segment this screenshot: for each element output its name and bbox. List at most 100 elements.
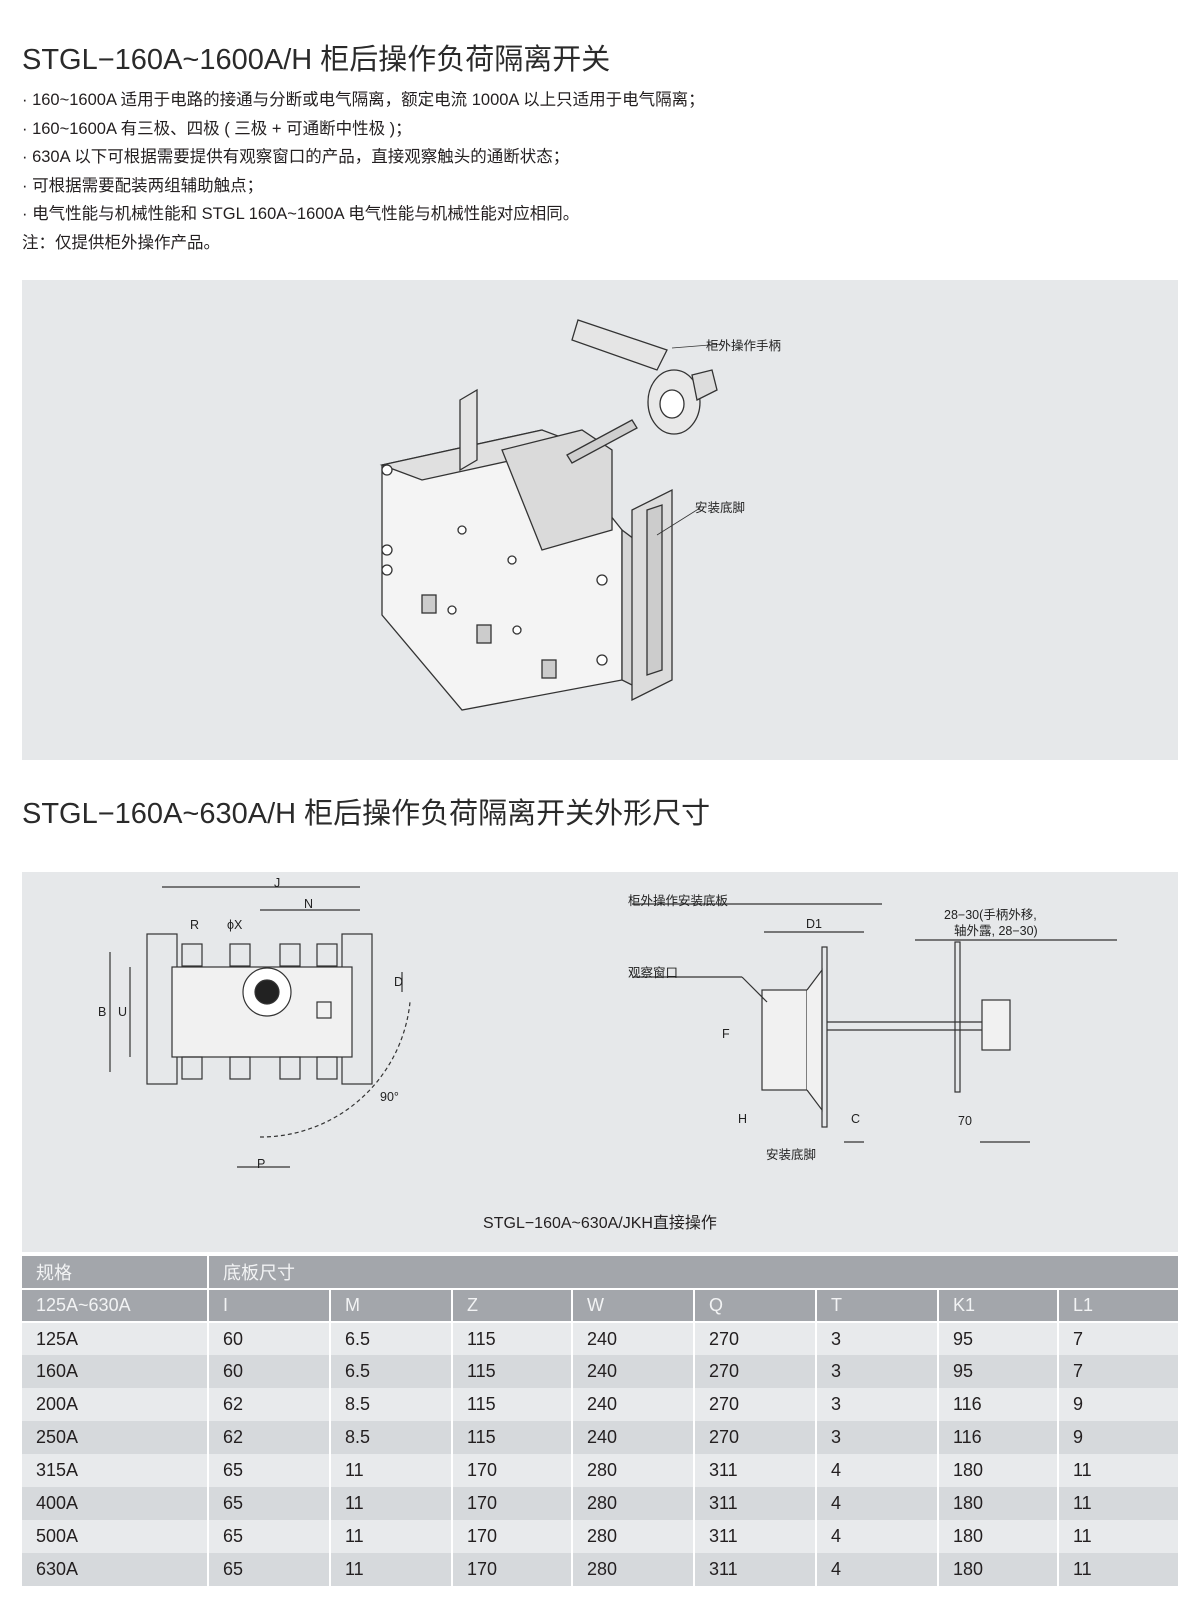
table-cell: 4 [815,1520,938,1553]
table-cell: 311 [693,1553,816,1586]
header-cell: K1 [937,1289,1058,1323]
table-cell: 4 [815,1553,938,1586]
header-cell: L1 [1057,1289,1178,1323]
table-cell: 500A [22,1520,208,1553]
offset-label: 28−30(手柄外移, [944,908,1037,922]
feature-item: · 可根据需要配装两组辅助触点； [22,176,264,195]
table-cell: 11 [329,1487,452,1520]
dim-J: J [274,876,281,890]
header-cell: T [815,1289,938,1323]
table-cell: 62 [207,1388,330,1421]
table-cell: 3 [815,1421,938,1454]
table-cell: 9 [1057,1388,1178,1421]
table-cell: 65 [207,1454,330,1487]
feature-item: · 630A 以下可根据需要提供有观察窗口的产品，直接观察触头的通断状态； [22,148,570,166]
table-cell: 6.5 [329,1322,452,1355]
table-cell: 170 [451,1520,572,1553]
dim-D1: D1 [806,917,822,931]
table-cell: 65 [207,1520,330,1553]
table-cell: 8.5 [329,1421,452,1454]
table-cell: 3 [815,1322,938,1355]
header-cell: I [207,1289,330,1323]
angle-label: 90° [380,1090,399,1104]
table-cell: 65 [207,1487,330,1520]
page-title: STGL−160A~1600A/H 柜后操作负荷隔离开关 [22,44,611,76]
offset-label-2: 轴外露, 28−30) [954,924,1038,938]
table-cell: 180 [937,1454,1058,1487]
table-cell: 311 [693,1487,816,1520]
table-cell: 11 [1057,1487,1178,1520]
dimension-drawing-panel: J N R ϕX D B U 90° P 柜外操作安装底板 D1 28−30(手… [22,872,1178,1252]
dim-B: B [98,1005,107,1019]
feature-list: · 160~1600A 适用于电路的接通与分断或电气隔离，额定电流 1000A … [22,86,705,257]
table-cell: 116 [937,1421,1058,1454]
plate-label: 柜外操作安装底板 [628,894,729,908]
table-cell: 240 [571,1322,694,1355]
table-cell: 7 [1057,1322,1178,1355]
table-cell: 315A [22,1454,208,1487]
table-cell: 115 [451,1388,572,1421]
table-cell: 11 [1057,1454,1178,1487]
dim-C: C [851,1112,861,1126]
table-cell: 8.5 [329,1388,452,1421]
table-cell: 125A [22,1322,208,1355]
table-cell: 270 [693,1355,816,1388]
header-cell: 125A~630A [22,1289,208,1323]
side-view-drawing [632,903,1117,1143]
dim-H: H [738,1112,748,1126]
feature-item: · 160~1600A 适用于电路的接通与分断或电气隔离，额定电流 1000A … [22,91,705,109]
header-cell: Z [451,1289,572,1323]
table-cell: 6.5 [329,1355,452,1388]
table-cell: 240 [571,1355,694,1388]
table-cell: 400A [22,1487,208,1520]
table-cell: 11 [329,1520,452,1553]
table-cell: 60 [207,1322,330,1355]
table-cell: 170 [451,1487,572,1520]
table-cell: 630A [22,1553,208,1586]
table-cell: 115 [451,1421,572,1454]
table-cell: 95 [937,1322,1058,1355]
table-cell: 3 [815,1355,938,1388]
table-cell: 200A [22,1388,208,1421]
note: 注：仅提供柜外操作产品。 [22,233,220,252]
header-cell: 底板尺寸 [207,1256,1178,1290]
dim-X: ϕX [227,918,243,932]
table-cell: 270 [693,1388,816,1421]
dim-P: P [257,1157,266,1171]
table-cell: 11 [1057,1553,1178,1586]
table-cell: 180 [937,1553,1058,1586]
feature-item: · 电气性能与机械性能和 STGL 160A~1600A 电气性能与机械性能对应… [22,205,580,223]
handle-label: 柜外操作手柄 [706,339,782,353]
table-cell: 250A [22,1421,208,1454]
table-cell: 170 [451,1553,572,1586]
table-cell: 280 [571,1487,694,1520]
table-cell: 62 [207,1421,330,1454]
dim-U: U [118,1005,128,1019]
table-cell: 180 [937,1520,1058,1553]
dim-D: D [394,975,404,989]
dim-N: N [304,897,314,911]
section-title: STGL−160A~630A/H 柜后操作负荷隔离开关外形尺寸 [22,798,711,830]
window-label: 观察窗口 [628,966,679,980]
table-cell: 270 [693,1421,816,1454]
table-cell: 3 [815,1388,938,1421]
dim-R: R [190,918,200,932]
table-cell: 170 [451,1454,572,1487]
product-illustration-panel: 柜外操作手柄 安装底脚 [22,280,1178,760]
table-cell: 280 [571,1520,694,1553]
table-cell: 280 [571,1553,694,1586]
table-cell: 11 [329,1553,452,1586]
table-cell: 270 [693,1322,816,1355]
switch-isometric-drawing [379,319,723,711]
header-cell: W [571,1289,694,1323]
header-cell: 规格 [22,1256,208,1290]
